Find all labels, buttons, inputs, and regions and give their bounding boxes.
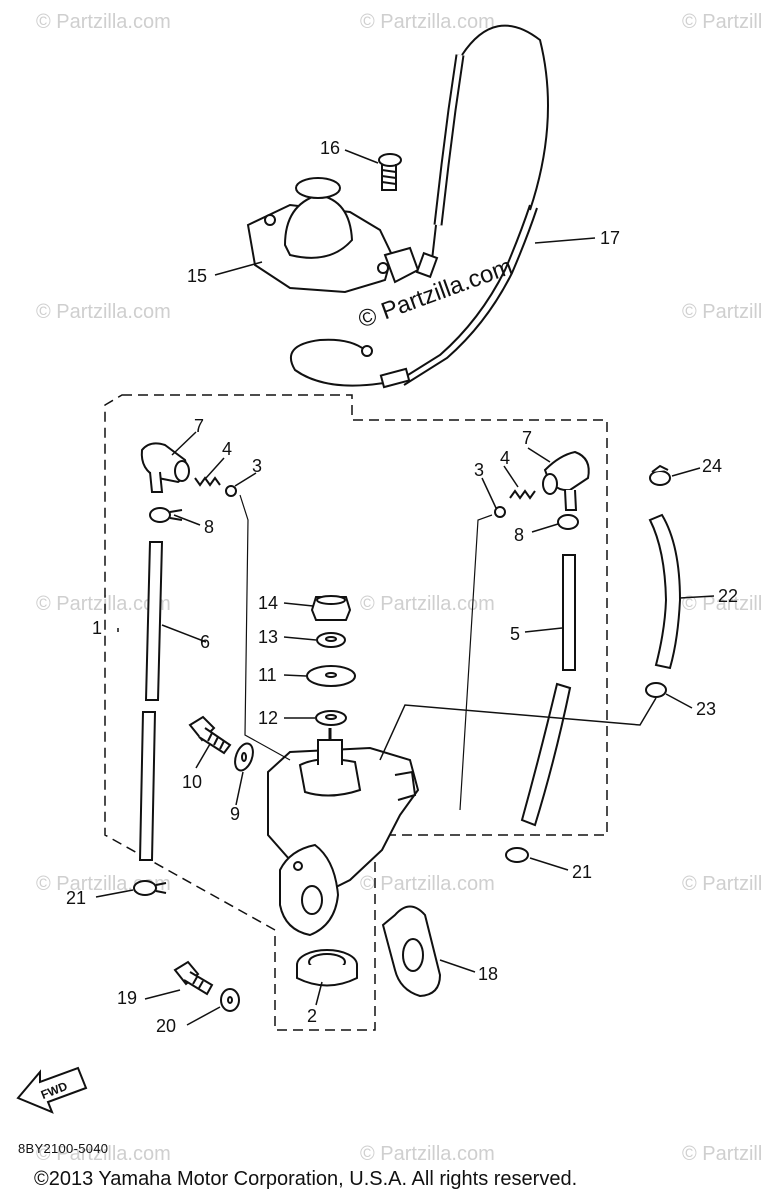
connector-line bbox=[239, 494, 291, 761]
callout-24: 24 bbox=[702, 456, 722, 476]
oil-seal-2 bbox=[296, 949, 358, 987]
callout-19: 19 bbox=[117, 988, 137, 1008]
leader-lines bbox=[95, 149, 715, 1026]
callout-14: 14 bbox=[258, 593, 278, 613]
oil-pump-body bbox=[267, 728, 420, 937]
hose-5-lower bbox=[520, 682, 572, 827]
callout-5: 5 bbox=[510, 624, 520, 644]
nut-14 bbox=[310, 595, 352, 621]
watermark: © Partzilla.com bbox=[682, 1143, 761, 1165]
watermark: © Partzilla.com bbox=[36, 593, 171, 615]
watermark: © Partzilla.com bbox=[36, 1143, 171, 1165]
clamp-8-right bbox=[557, 514, 579, 530]
connector-line bbox=[379, 697, 657, 761]
callout-15: 15 bbox=[187, 266, 207, 286]
clamp-21-right bbox=[505, 847, 529, 863]
watermark: © Partzilla.com bbox=[360, 873, 495, 895]
watermark: © Partzilla.com bbox=[682, 593, 761, 615]
connector-line bbox=[459, 514, 493, 811]
callout-18: 18 bbox=[478, 964, 498, 984]
watermark: © Partzilla.com bbox=[360, 1143, 495, 1165]
callout-labels: 16 15 17 7 4 3 8 6 1 7 4 3 8 5 14 13 11 … bbox=[66, 138, 738, 1036]
bolt-19 bbox=[173, 960, 214, 996]
watermark: © Partzilla.com bbox=[36, 301, 171, 323]
watermark: © Partzilla.com bbox=[360, 11, 495, 33]
gasket-18 bbox=[381, 905, 442, 998]
check-valve-left bbox=[140, 442, 237, 497]
watermark: © Partzilla.com bbox=[682, 301, 761, 323]
hose-6-upper bbox=[144, 541, 164, 701]
callout-10: 10 bbox=[182, 772, 202, 792]
clamp-21-left bbox=[133, 880, 167, 896]
assembly-boundary bbox=[104, 394, 608, 1031]
clamp-8-left bbox=[149, 507, 183, 523]
callout-17: 17 bbox=[600, 228, 620, 248]
callout-2: 2 bbox=[307, 1006, 317, 1026]
watermark-layer: © Partzilla.com © Partzilla.com © Partzi… bbox=[36, 11, 761, 1165]
watermark: © Partzilla.com bbox=[682, 873, 761, 895]
hose-22 bbox=[648, 513, 682, 670]
callout-9: 9 bbox=[230, 804, 240, 824]
callout-21-left: 21 bbox=[66, 888, 86, 908]
callout-1: 1 bbox=[92, 618, 102, 638]
cover-15 bbox=[246, 177, 420, 294]
diagram-code: 8BY2100-5040 bbox=[18, 1141, 109, 1156]
callout-4-right: 4 bbox=[500, 448, 510, 468]
callout-11: 11 bbox=[258, 665, 277, 685]
clamp-23 bbox=[645, 682, 667, 698]
washer-12 bbox=[315, 710, 347, 726]
callout-7-right: 7 bbox=[522, 428, 532, 448]
callout-3-right: 3 bbox=[474, 460, 484, 480]
screw-16 bbox=[378, 153, 402, 191]
callout-8-right: 8 bbox=[514, 525, 524, 545]
washer-11 bbox=[306, 665, 356, 687]
clamp-24 bbox=[649, 464, 671, 486]
callout-20: 20 bbox=[156, 1016, 176, 1036]
check-valve-right bbox=[494, 450, 590, 518]
hose-6-lower bbox=[138, 711, 157, 861]
callout-12: 12 bbox=[258, 708, 278, 728]
cable-17 bbox=[289, 24, 549, 389]
callout-21-right: 21 bbox=[572, 862, 592, 882]
watermark: © Partzilla.com bbox=[36, 11, 171, 33]
callout-3-left: 3 bbox=[252, 456, 262, 476]
washer-9 bbox=[234, 742, 254, 772]
callout-16: 16 bbox=[320, 138, 340, 158]
lock-washer-13 bbox=[316, 632, 346, 648]
callout-7-left: 7 bbox=[194, 416, 204, 436]
hose-5-upper bbox=[562, 554, 576, 671]
callout-13: 13 bbox=[258, 627, 278, 647]
callout-6: 6 bbox=[200, 632, 210, 652]
fwd-arrow-icon: FWD bbox=[16, 1066, 88, 1114]
callout-8-left: 8 bbox=[204, 517, 214, 537]
callout-4-left: 4 bbox=[222, 439, 232, 459]
bolt-10 bbox=[188, 715, 232, 755]
copyright-notice: ©2013 Yamaha Motor Corporation, U.S.A. A… bbox=[34, 1168, 578, 1190]
callout-22: 22 bbox=[718, 586, 738, 606]
washer-20 bbox=[220, 988, 240, 1012]
watermark: © Partzilla.com bbox=[682, 11, 761, 33]
watermark: © Partzilla.com bbox=[360, 593, 495, 615]
callout-23: 23 bbox=[696, 699, 716, 719]
